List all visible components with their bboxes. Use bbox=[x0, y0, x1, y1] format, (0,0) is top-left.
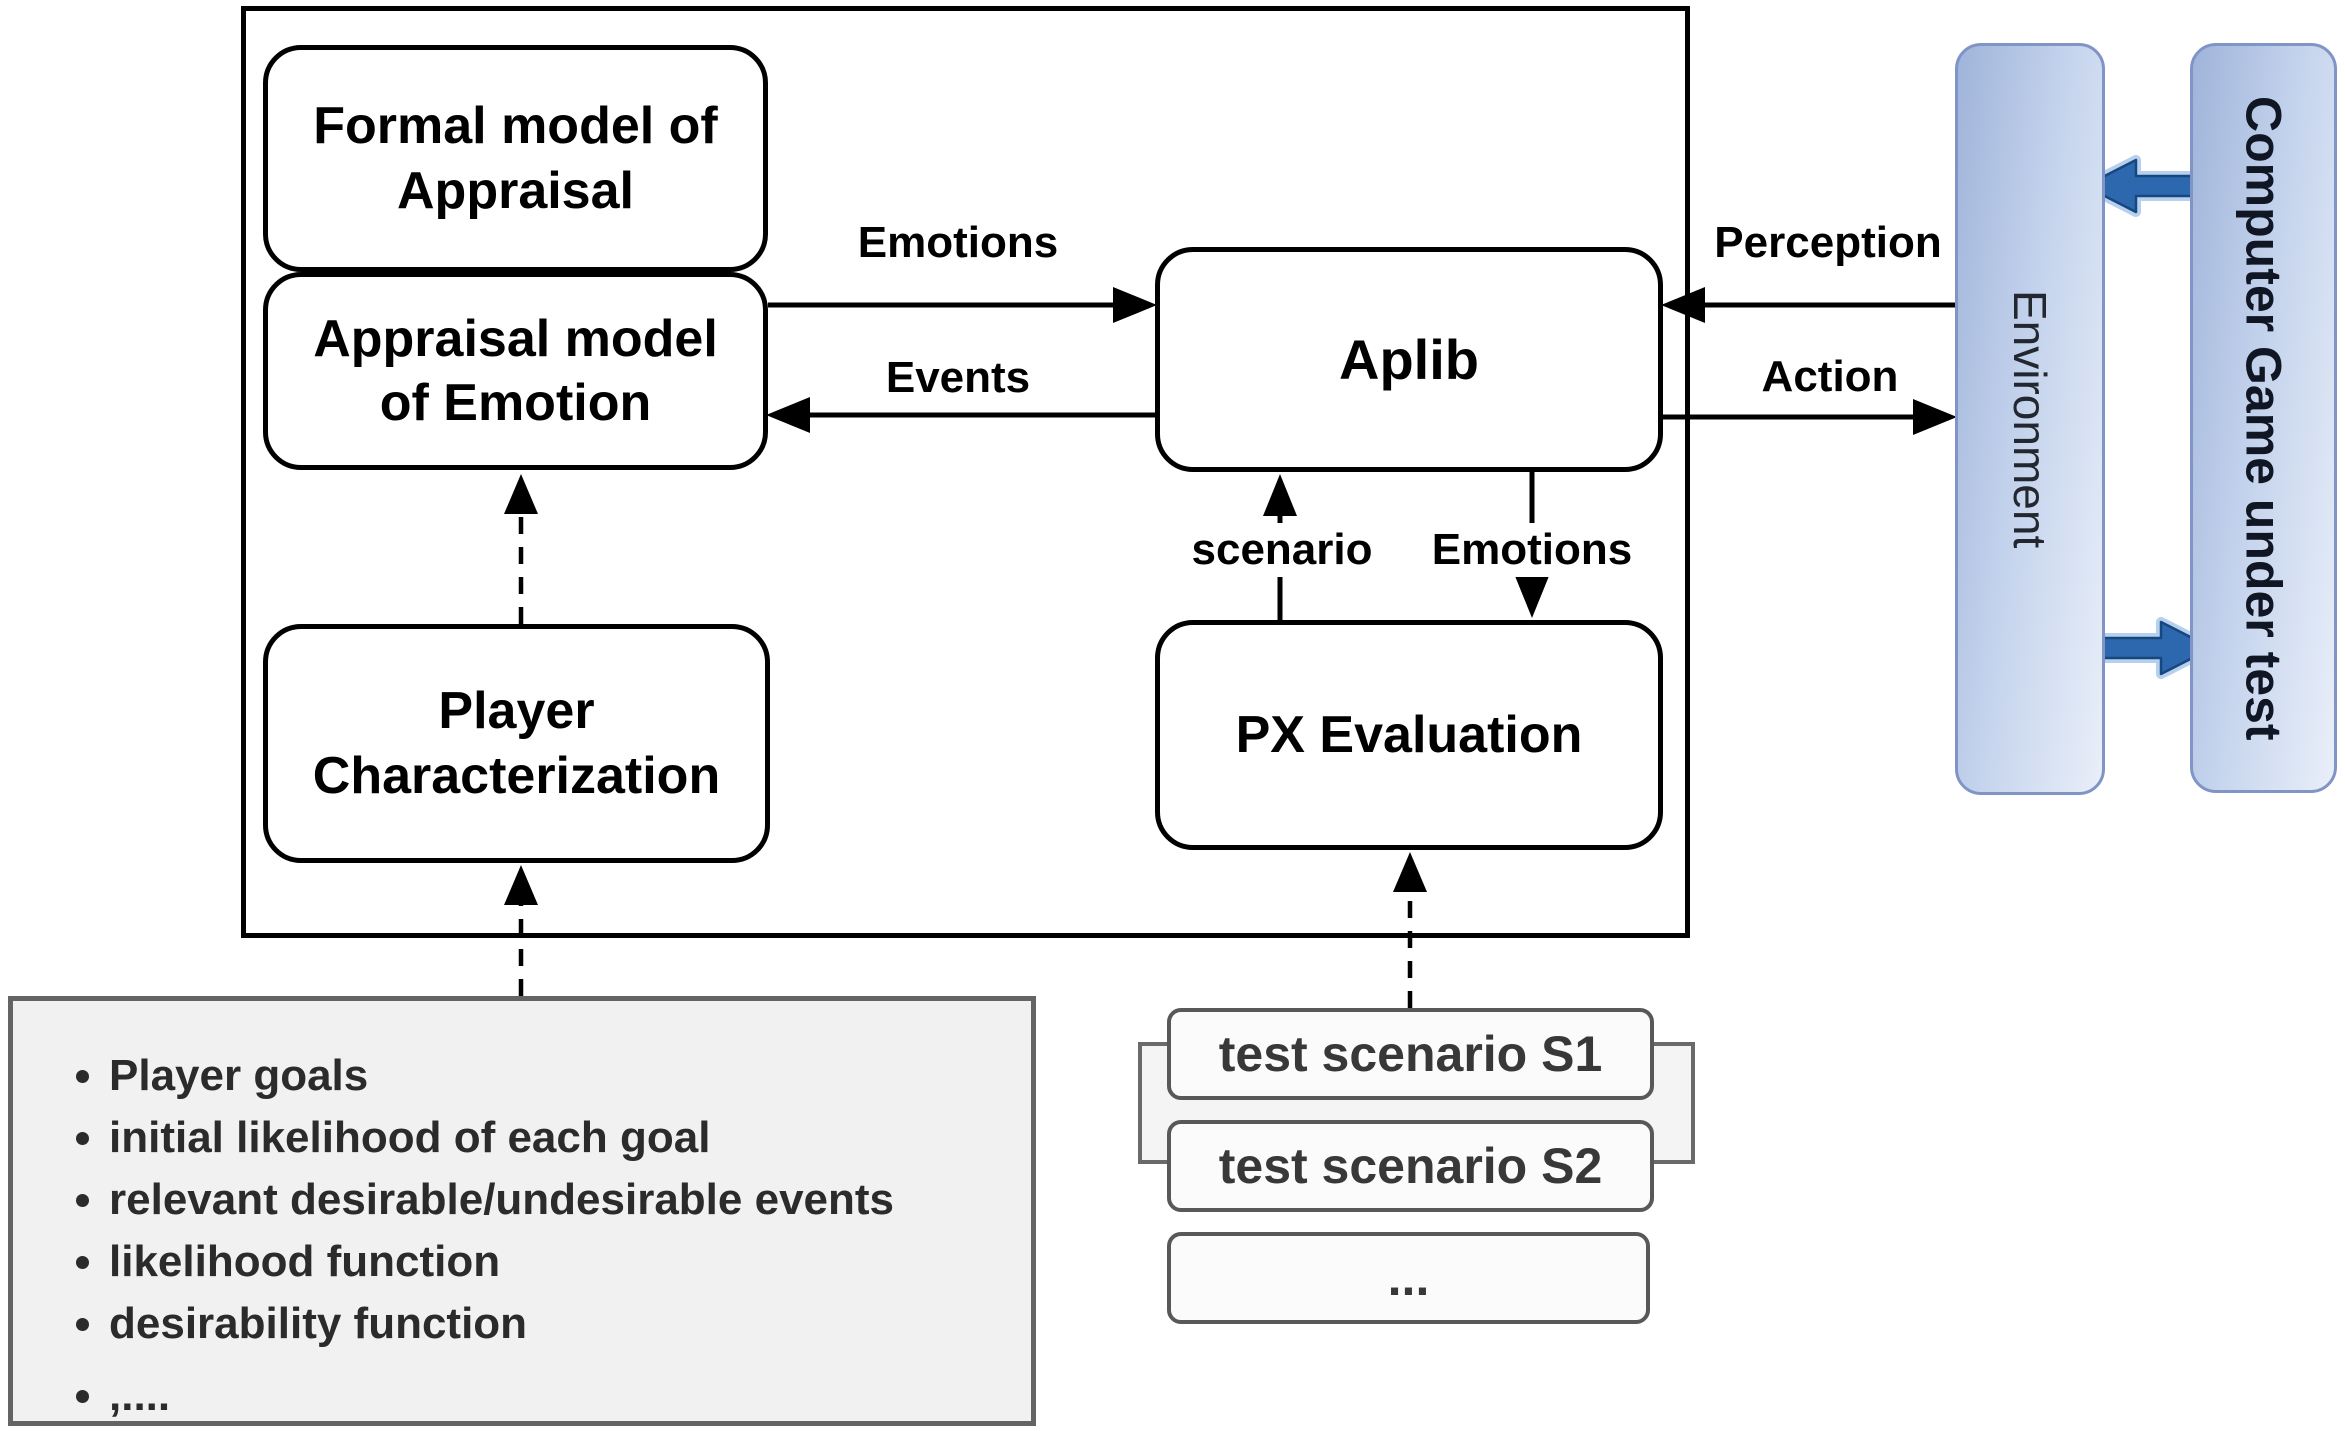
action-label: Action bbox=[1761, 352, 1899, 401]
player-input-item: ,.... bbox=[109, 1365, 1021, 1427]
computer-game-bar: Computer Game under test bbox=[2190, 43, 2337, 793]
arrow-events-to-appraisal bbox=[766, 397, 1155, 433]
px-evaluation-label: PX Evaluation bbox=[1235, 705, 1583, 764]
player-inputs-note: Player goals initial likelihood of each … bbox=[8, 996, 1036, 1426]
arrow-perception-to-aplib bbox=[1661, 287, 1955, 323]
perception-label: Perception bbox=[1714, 218, 1942, 267]
test-scenario-s1: test scenario S1 bbox=[1167, 1008, 1654, 1100]
test-scenario-more: ... bbox=[1167, 1232, 1650, 1324]
scenario-label: scenario bbox=[1181, 523, 1383, 577]
player-inputs-list: Player goals initial likelihood of each … bbox=[13, 1001, 1031, 1427]
emotions-to-aplib-label: Emotions bbox=[857, 218, 1059, 267]
system-frame bbox=[241, 6, 1690, 938]
node-px-evaluation: PX Evaluation bbox=[1155, 620, 1663, 850]
arrow-action-to-environment bbox=[1663, 399, 1957, 435]
dashed-arrow-player-to-appraisal bbox=[504, 474, 538, 624]
node-aplib: Aplib bbox=[1155, 247, 1663, 472]
player-input-item: likelihood function bbox=[109, 1231, 1021, 1293]
player-input-item: relevant desirable/undesirable events bbox=[109, 1169, 1021, 1231]
formal-model-label: Formal model of Appraisal bbox=[313, 97, 718, 220]
arrow-emotions-to-aplib bbox=[768, 287, 1157, 323]
computer-game-label: Computer Game under test bbox=[2235, 95, 2292, 741]
appraisal-model-label: Appraisal model of Emotion bbox=[313, 309, 718, 432]
player-input-item: desirability function bbox=[109, 1293, 1021, 1355]
events-label: Events bbox=[885, 353, 1031, 402]
environment-label: Environment bbox=[2004, 289, 2056, 549]
node-formal-model: Formal model of Appraisal bbox=[263, 45, 768, 272]
emotions-to-px-label: Emotions bbox=[1421, 523, 1643, 577]
player-characterization-label: Player Characterization bbox=[312, 682, 721, 805]
dashed-arrow-scenarios-to-px bbox=[1393, 852, 1427, 1008]
test-scenario-s2: test scenario S2 bbox=[1167, 1120, 1654, 1212]
environment-bar: Environment bbox=[1955, 43, 2105, 795]
dashed-arrow-inputs-to-player bbox=[504, 865, 538, 996]
player-input-item: Player goals bbox=[109, 1045, 1021, 1107]
node-player-characterization: Player Characterization bbox=[263, 624, 770, 863]
player-input-item: initial likelihood of each goal bbox=[109, 1107, 1021, 1169]
node-appraisal-model: Appraisal model of Emotion bbox=[263, 272, 768, 470]
aplib-label: Aplib bbox=[1339, 327, 1479, 391]
